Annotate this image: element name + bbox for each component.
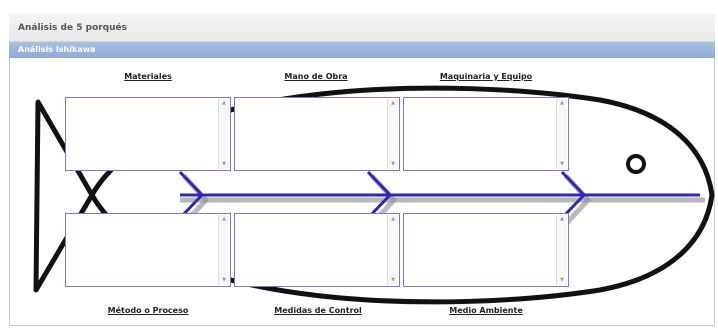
category-label-medio-ambiente: Medio Ambiente bbox=[449, 306, 523, 315]
category-label-metodo: Método o Proceso bbox=[107, 306, 189, 315]
window-content: Análisis de 5 porqués Análisis Ishikawa bbox=[9, 14, 715, 326]
scroll-down-icon[interactable]: ▼ bbox=[222, 277, 226, 283]
mano-de-obra-scrollbar[interactable]: ▲ ▼ bbox=[387, 99, 398, 169]
maquinaria-input[interactable] bbox=[404, 98, 568, 170]
materiales-input[interactable] bbox=[66, 98, 230, 170]
metodo-box: ▲ ▼ bbox=[65, 213, 231, 287]
mano-de-obra-input[interactable] bbox=[235, 98, 399, 170]
maquinaria-box: ▲ ▼ bbox=[403, 97, 569, 171]
scroll-down-icon[interactable]: ▼ bbox=[560, 161, 564, 167]
category-label-materiales: Materiales bbox=[124, 72, 172, 81]
scroll-up-icon[interactable]: ▲ bbox=[560, 100, 564, 106]
panel-header: Análisis Ishikawa bbox=[9, 42, 715, 58]
medidas-box: ▲ ▼ bbox=[234, 213, 400, 287]
category-label-maquinaria: Maquinaria y Equipo bbox=[439, 72, 533, 81]
scroll-down-icon[interactable]: ▼ bbox=[391, 277, 395, 283]
scroll-up-icon[interactable]: ▲ bbox=[391, 216, 395, 222]
medidas-input[interactable] bbox=[235, 214, 399, 286]
medio-ambiente-input[interactable] bbox=[404, 214, 568, 286]
scroll-up-icon[interactable]: ▲ bbox=[222, 100, 226, 106]
scroll-up-icon[interactable]: ▲ bbox=[222, 216, 226, 222]
category-label-medidas: Medidas de Control bbox=[274, 306, 362, 315]
fish-eye bbox=[626, 154, 646, 174]
scroll-up-icon[interactable]: ▲ bbox=[560, 216, 564, 222]
maquinaria-scrollbar[interactable]: ▲ ▼ bbox=[556, 99, 567, 169]
window-title: Análisis de 5 porqués bbox=[9, 14, 715, 42]
scroll-down-icon[interactable]: ▼ bbox=[560, 277, 564, 283]
materiales-scrollbar[interactable]: ▲ ▼ bbox=[218, 99, 229, 169]
metodo-scrollbar[interactable]: ▲ ▼ bbox=[218, 215, 229, 285]
fishbone-ribs bbox=[178, 170, 587, 220]
materiales-box: ▲ ▼ bbox=[65, 97, 231, 171]
metodo-input[interactable] bbox=[66, 214, 230, 286]
medidas-scrollbar[interactable]: ▲ ▼ bbox=[387, 215, 398, 285]
medio-ambiente-scrollbar[interactable]: ▲ ▼ bbox=[556, 215, 567, 285]
scroll-down-icon[interactable]: ▼ bbox=[222, 161, 226, 167]
medio-ambiente-box: ▲ ▼ bbox=[403, 213, 569, 287]
mano-de-obra-box: ▲ ▼ bbox=[234, 97, 400, 171]
scroll-down-icon[interactable]: ▼ bbox=[391, 161, 395, 167]
scroll-up-icon[interactable]: ▲ bbox=[391, 100, 395, 106]
category-label-mano-de-obra: Mano de Obra bbox=[284, 72, 348, 81]
